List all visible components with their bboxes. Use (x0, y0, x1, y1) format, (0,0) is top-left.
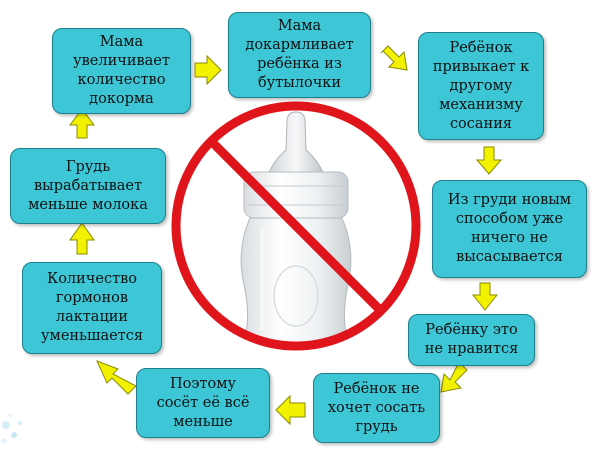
step-text-6: Ребёнок не хочет сосать грудь (327, 380, 426, 435)
arrow-9-to-1 (69, 108, 95, 139)
arrow-5-to-6 (440, 361, 468, 393)
step-text-1: Мама увеличивает количество докорма (73, 34, 170, 107)
step-text-7: Поэтому сосёт её всё меньше (156, 375, 250, 430)
prohibition-sign (171, 101, 421, 351)
step-box-1: Мама увеличивает количество докорма (52, 28, 191, 114)
step-box-7: Поэтому сосёт её всё меньше (136, 368, 270, 438)
arrow-2-to-3 (380, 45, 408, 71)
step-text-9: Грудь вырабатывает меньше молока (28, 158, 148, 213)
step-box-9: Грудь вырабатывает меньше молока (10, 148, 166, 224)
step-text-3: Ребёнок привыкает к другому механизму со… (432, 39, 530, 132)
step-box-4: Из груди новым способом уже ничего не вы… (432, 180, 587, 278)
step-box-2: Мама докармливает ребёнка из бутылочки (228, 12, 371, 98)
step-text-5: Ребёнку это не нравится (424, 322, 519, 357)
step-box-8: Количество гормонов лактации уменьшается (22, 262, 162, 354)
step-text-8: Количество гормонов лактации уменьшается (41, 271, 143, 344)
step-box-5: Ребёнку это не нравится (408, 314, 535, 366)
arrow-6-to-7 (275, 394, 306, 426)
step-box-3: Ребёнок привыкает к другому механизму со… (418, 32, 544, 140)
arrow-3-to-4 (475, 146, 503, 175)
arrow-7-to-8 (96, 360, 137, 395)
decorative-bubbles (1, 413, 22, 444)
arrow-4-to-5 (471, 282, 499, 311)
step-text-4: Из груди новым способом уже ничего не вы… (447, 192, 572, 265)
arrow-8-to-9 (69, 222, 95, 255)
step-box-6: Ребёнок не хочет сосать грудь (313, 373, 440, 443)
step-text-2: Мама докармливает ребёнка из бутылочки (245, 18, 354, 91)
arrow-1-to-2 (194, 54, 222, 86)
